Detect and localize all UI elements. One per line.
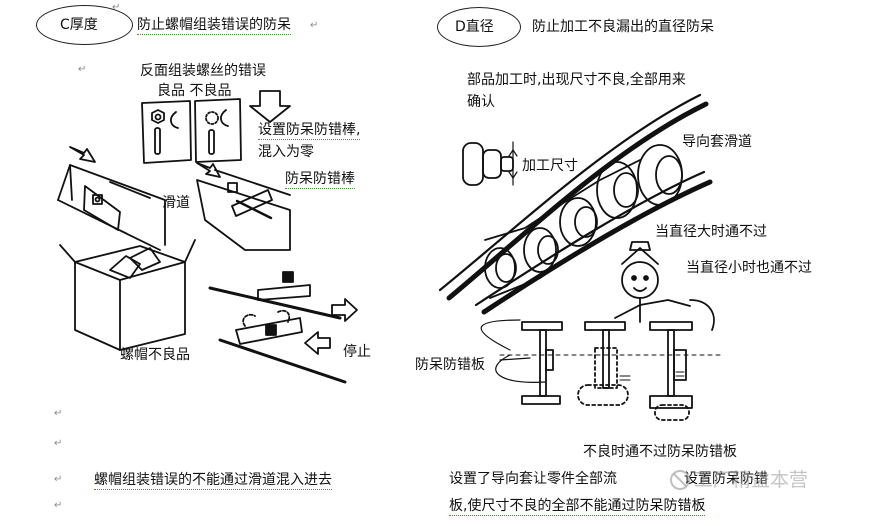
return-mark-icon: ↵ — [112, 2, 121, 13]
watermark: 工厂精益本营 — [694, 469, 809, 491]
rod-label: 防呆防错棒 — [285, 171, 355, 189]
set-rod-line1: 设置防呆防错棒, — [258, 122, 361, 140]
return-mark-icon: ↵ — [54, 500, 63, 511]
right-arrow-icon — [331, 298, 358, 322]
right-footer-line2: 板,使尺寸不良的全部不能通过防呆防错板 — [449, 498, 706, 516]
return-mark-icon: ↵ — [78, 64, 87, 75]
right-footer-line1: 设置了导向套让零件全部流 — [449, 471, 617, 487]
arrow-icon — [196, 162, 221, 178]
inspection-note-line1: 部品加工时,出现尺寸不良,全部用来 — [467, 72, 686, 88]
error-proof-plates — [480, 319, 721, 421]
down-arrow-icon — [249, 90, 291, 123]
guide-rollers — [484, 144, 683, 299]
arrow-icon — [69, 146, 96, 163]
return-mark-icon: ↵ — [310, 20, 319, 31]
right-footer-mid: 设置防呆防错 — [684, 471, 768, 487]
left-arrow-icon — [304, 331, 331, 355]
guide-rail-label: 导向套滑道 — [682, 134, 752, 150]
diameter-badge-oval — [437, 7, 521, 47]
left-heading: 防止螺帽组装错误的防呆 — [137, 17, 291, 35]
diameter-too-big-label: 当直径大时通不过 — [655, 224, 767, 240]
left-footer: 螺帽组装错误的不能通过滑道混入进去 — [94, 472, 332, 490]
defect-nut-label: 螺帽不良品 — [120, 347, 190, 363]
defect-blocked-label: 不良时通不过防呆防错板 — [583, 444, 737, 460]
inspection-note-line2: 确认 — [467, 94, 495, 110]
stop-label: 停止 — [343, 344, 371, 360]
error-proof-plate-label: 防呆防错板 — [415, 357, 485, 373]
set-rod-line2: 混入为零 — [258, 144, 314, 160]
diameter-badge: D直径 — [455, 19, 494, 35]
part-dimension-sketch — [462, 141, 518, 186]
thickness-badge-oval — [36, 5, 133, 45]
return-mark-icon: ↵ — [54, 408, 63, 419]
reverse-assembly-label: 反面组装螺丝的错误 — [140, 63, 266, 79]
dimension-label: 加工尺寸 — [522, 158, 578, 174]
bad-nut-card — [194, 98, 242, 163]
return-mark-icon: ↵ — [54, 474, 63, 485]
right-heading: 防止加工不良漏出的直径防呆 — [532, 19, 714, 35]
worker-figure — [614, 241, 715, 331]
slide-label: 滑道 — [162, 195, 190, 211]
thickness-badge: C厚度 — [60, 17, 98, 33]
good-nut-card — [141, 100, 192, 164]
diameter-too-small-label: 当直径小时也通不过 — [686, 260, 812, 276]
return-mark-icon: ↵ — [54, 438, 63, 449]
good-bad-label: 良品 不良品 — [157, 83, 232, 99]
